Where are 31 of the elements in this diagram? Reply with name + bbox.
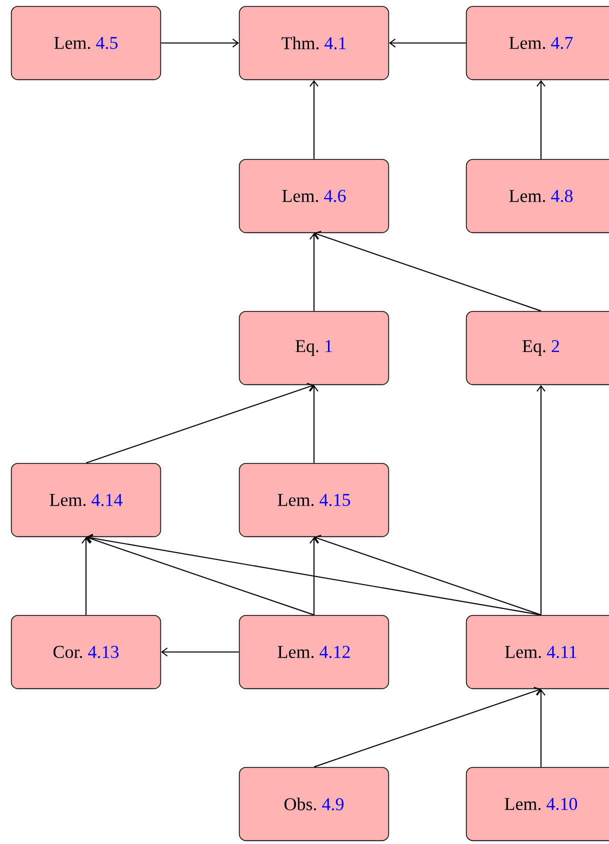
theorem-box: Lem. 4.8: [466, 158, 609, 234]
theorem-box: Lem. 4.10: [466, 766, 609, 842]
theorem-box: Obs. 4.9: [238, 766, 390, 842]
arrow: [536, 385, 546, 615]
theorem-box: Lem. 4.7: [466, 6, 609, 80]
arrow: [86, 534, 314, 616]
theorem-box: Eq. 1: [238, 310, 390, 386]
arrow: [82, 537, 90, 615]
arrow: [389, 38, 466, 48]
arrow: [314, 534, 542, 616]
arrow: [536, 80, 546, 159]
theorem-box: Eq. 2: [466, 310, 609, 386]
arrow: [161, 38, 239, 48]
arrow: [310, 537, 318, 615]
arrow: [161, 648, 239, 656]
arrow: [310, 233, 318, 311]
arrow: [536, 689, 546, 767]
arrow: [310, 80, 318, 159]
arrow: [86, 534, 542, 616]
theorem-box: Lem. 4.14: [10, 462, 162, 538]
arrow: [86, 382, 314, 464]
arrow: [314, 686, 541, 768]
theorem-box: Lem. 4.6: [238, 158, 390, 234]
theorem-box: Lem. 4.15: [238, 462, 390, 538]
theorem-box: Lem. 4.12: [238, 614, 390, 690]
theorem-box: Cor. 4.13: [10, 614, 162, 690]
theorem-box: Lem. 4.11: [466, 614, 609, 690]
theorem-box: Thm. 4.1: [238, 6, 390, 80]
theorem-box: Lem. 4.5: [10, 6, 162, 80]
arrow: [314, 230, 542, 312]
arrow: [310, 385, 318, 463]
